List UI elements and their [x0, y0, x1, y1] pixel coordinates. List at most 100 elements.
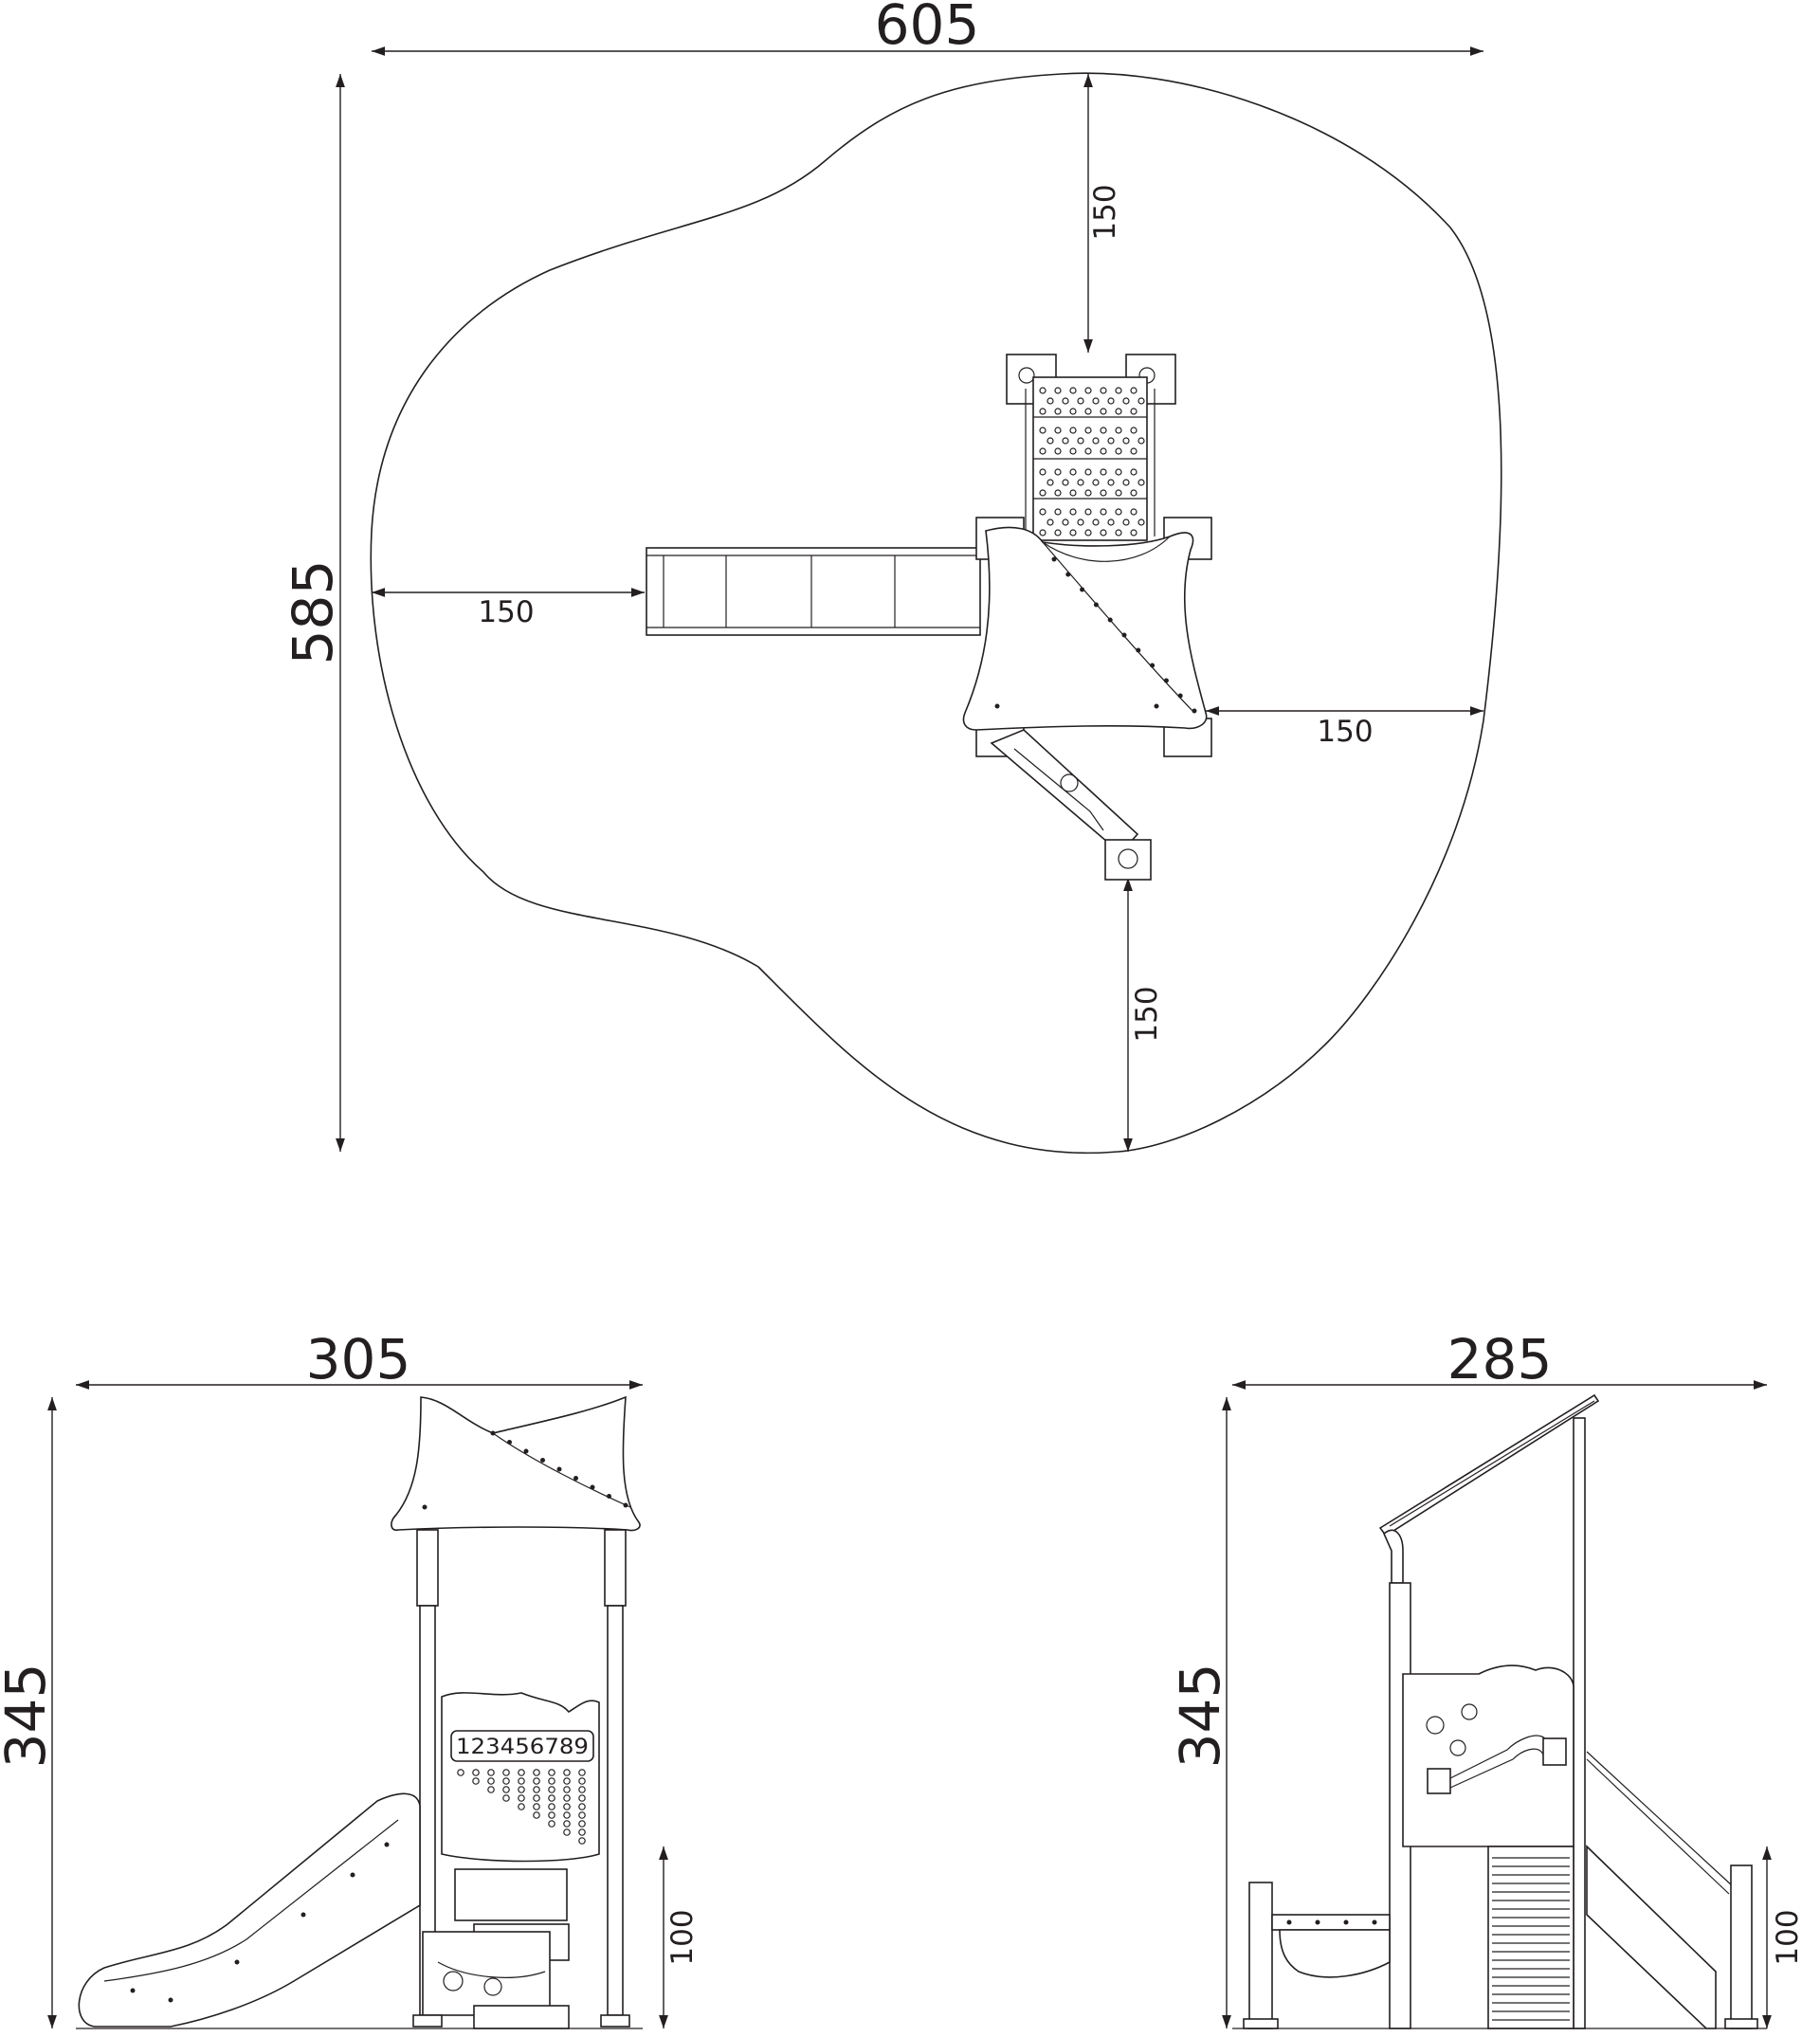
- detail-dot: [1286, 1919, 1292, 1925]
- detail-dot: [1107, 397, 1115, 405]
- detail-dot: [1138, 437, 1145, 445]
- detail-dot: [1054, 468, 1062, 476]
- detail-dot: [1069, 508, 1077, 516]
- side-view: 285 345 100: [1168, 1327, 1805, 2029]
- detail-dot: [1115, 468, 1122, 476]
- detail-dot: [1138, 479, 1145, 486]
- detail-dot: [1039, 529, 1046, 537]
- detail-dot: [1092, 397, 1100, 405]
- detail-dot: [1136, 647, 1141, 653]
- clearance-top-label: 150: [1088, 184, 1122, 240]
- detail-dot: [1069, 489, 1077, 497]
- clearance-bottom-label: 150: [1130, 986, 1164, 1042]
- detail-dot: [1054, 529, 1062, 537]
- counting-panel-numbers: 123456789: [456, 1736, 589, 1759]
- detail-dot: [1130, 508, 1138, 516]
- ladder-plan: [1006, 354, 1176, 541]
- detail-dot: [1069, 447, 1077, 455]
- detail-dot: [1046, 397, 1054, 405]
- detail-dot: [1084, 447, 1092, 455]
- detail-dot: [578, 1803, 586, 1810]
- height-dimension-label: 585: [281, 560, 345, 665]
- detail-dot: [518, 1786, 525, 1793]
- detail-dot: [1069, 468, 1077, 476]
- detail-dot: [1039, 447, 1046, 455]
- detail-dot: [1154, 703, 1159, 709]
- detail-dot: [1115, 408, 1122, 415]
- detail-dot: [1100, 427, 1107, 434]
- detail-dot: [130, 1988, 136, 1993]
- climber-plan: [990, 729, 1152, 881]
- detail-dot: [1077, 397, 1084, 405]
- detail-dot: [548, 1777, 555, 1785]
- detail-dot: [1084, 427, 1092, 434]
- detail-dot: [1130, 489, 1138, 497]
- detail-dot: [548, 1786, 555, 1793]
- detail-dot: [1100, 447, 1107, 455]
- detail-dot: [502, 1769, 510, 1776]
- detail-dot: [1046, 437, 1054, 445]
- detail-dot: [300, 1912, 306, 1918]
- detail-dot: [1084, 387, 1092, 394]
- detail-dot: [623, 1502, 628, 1508]
- detail-dot: [1084, 468, 1092, 476]
- detail-dot: [1054, 427, 1062, 434]
- detail-dot: [1115, 447, 1122, 455]
- detail-dot: [518, 1794, 525, 1802]
- detail-dot: [1084, 408, 1092, 415]
- clearance-right-label: 150: [1317, 715, 1373, 749]
- detail-dot: [563, 1794, 571, 1802]
- detail-dot: [573, 1476, 578, 1481]
- detail-dot: [1080, 587, 1085, 592]
- detail-dot: [1054, 508, 1062, 516]
- detail-dot: [563, 1820, 571, 1828]
- detail-dot: [472, 1769, 480, 1776]
- detail-dot: [502, 1786, 510, 1793]
- detail-dot: [1107, 479, 1115, 486]
- detail-dot: [1051, 556, 1057, 562]
- side-platform-label: 100: [1771, 1909, 1805, 1965]
- detail-dot: [502, 1777, 510, 1785]
- detail-dot: [607, 1494, 611, 1499]
- detail-dot: [1077, 437, 1084, 445]
- detail-dot: [1039, 387, 1046, 394]
- detail-dot: [1115, 529, 1122, 537]
- detail-dot: [578, 1811, 586, 1819]
- detail-dot: [1093, 602, 1099, 608]
- detail-dot: [1046, 479, 1054, 486]
- detail-dot: [502, 1794, 510, 1802]
- width-dimension-label: 605: [875, 0, 980, 57]
- detail-dot: [548, 1794, 555, 1802]
- detail-dot: [1039, 508, 1046, 516]
- detail-dot: [548, 1820, 555, 1828]
- detail-dot: [1054, 447, 1062, 455]
- detail-dot: [1054, 489, 1062, 497]
- detail-dot: [994, 703, 1000, 709]
- detail-dot: [1107, 437, 1115, 445]
- slide-plan: [646, 547, 981, 636]
- detail-dot: [1122, 479, 1130, 486]
- detail-dot: [533, 1777, 540, 1785]
- detail-dot: [1315, 1919, 1320, 1925]
- detail-dot: [548, 1769, 555, 1776]
- detail-dot: [540, 1458, 545, 1463]
- detail-dot: [533, 1803, 540, 1810]
- detail-dot: [487, 1769, 495, 1776]
- detail-dot: [384, 1842, 390, 1847]
- detail-dot: [1069, 427, 1077, 434]
- detail-dot: [1062, 397, 1069, 405]
- detail-dot: [563, 1777, 571, 1785]
- side-width-label: 285: [1447, 1327, 1553, 1391]
- detail-dot: [578, 1777, 586, 1785]
- detail-dot: [1121, 632, 1127, 638]
- detail-dot: [590, 1484, 595, 1490]
- detail-dot: [1100, 468, 1107, 476]
- detail-dot: [1343, 1919, 1349, 1925]
- detail-dot: [487, 1777, 495, 1785]
- front-width-label: 305: [306, 1327, 411, 1391]
- detail-dot: [1069, 387, 1077, 394]
- detail-dot: [350, 1872, 355, 1878]
- detail-dot: [1107, 617, 1113, 623]
- detail-dot: [578, 1769, 586, 1776]
- detail-dot: [1039, 468, 1046, 476]
